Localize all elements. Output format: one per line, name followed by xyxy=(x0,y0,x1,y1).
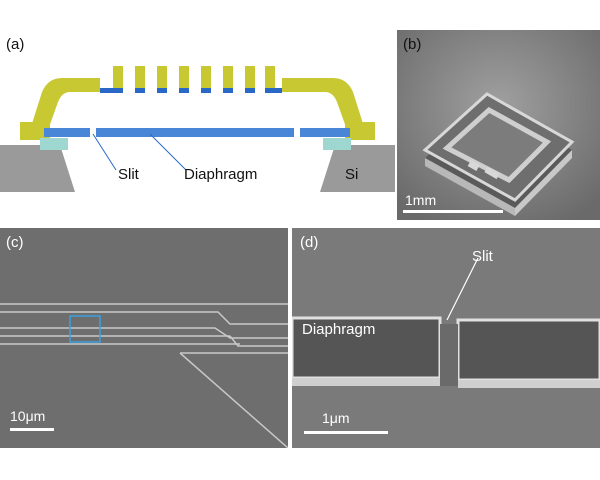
scale-label-c: 10μm xyxy=(10,408,46,424)
spacer-right xyxy=(323,138,351,150)
panel-a-schematic: (a) Slit Diaphragm Si xyxy=(0,30,395,220)
diaphragm-block-right xyxy=(456,318,600,382)
panel-label-b: (b) xyxy=(403,36,422,53)
backplate-right xyxy=(282,78,365,130)
diaphragm-label: Diaphragm xyxy=(184,166,258,183)
slit-closeup-sem-image xyxy=(292,228,600,448)
panel-b-sem-chip: (b) 1mm xyxy=(397,30,600,220)
diaphragm-center xyxy=(96,128,294,137)
panel-c-sem-topview: (c) 10μm xyxy=(0,228,288,448)
scale-label-d: 1μm xyxy=(322,410,350,426)
chip-side-layers xyxy=(425,158,515,216)
diaphragm-right-segment xyxy=(300,128,350,137)
microphone-cross-section-diagram xyxy=(0,66,395,192)
silicon-left xyxy=(0,145,75,192)
backplate-left xyxy=(30,78,100,130)
silicon-right xyxy=(320,145,395,192)
diaphragm-leader-line xyxy=(149,133,187,171)
scale-bar-c xyxy=(10,428,54,431)
panel-label-c: (c) xyxy=(6,234,24,251)
backplate-electrodes xyxy=(100,88,282,93)
slit-label: Slit xyxy=(118,166,139,183)
scale-label-b: 1mm xyxy=(405,192,437,208)
slit-label-d: Slit xyxy=(472,248,493,265)
highlight-box xyxy=(69,315,101,343)
backplate-left-wall xyxy=(20,122,50,140)
bond-pad xyxy=(467,159,480,171)
panel-d-sem-slit: (d) Slit Diaphragm 1μm xyxy=(292,228,600,448)
scale-bar-d xyxy=(304,431,388,434)
slit-gap xyxy=(440,324,458,386)
backplate-fingers xyxy=(113,66,275,92)
backplate-right-wall xyxy=(345,122,375,140)
spacer-left xyxy=(40,138,68,150)
slit-leader-line-d xyxy=(446,257,479,321)
diaphragm-left-segment xyxy=(44,128,90,137)
slit-leader-line xyxy=(92,133,117,171)
panel-label-d: (d) xyxy=(300,234,319,251)
silicon-label: Si xyxy=(345,166,359,183)
panel-label-a: (a) xyxy=(6,36,25,53)
slit-topview-sem-image xyxy=(0,228,288,448)
diaphragm-label-d: Diaphragm xyxy=(302,321,376,338)
scale-bar-b xyxy=(403,210,503,213)
chip-sem-image xyxy=(397,30,600,220)
